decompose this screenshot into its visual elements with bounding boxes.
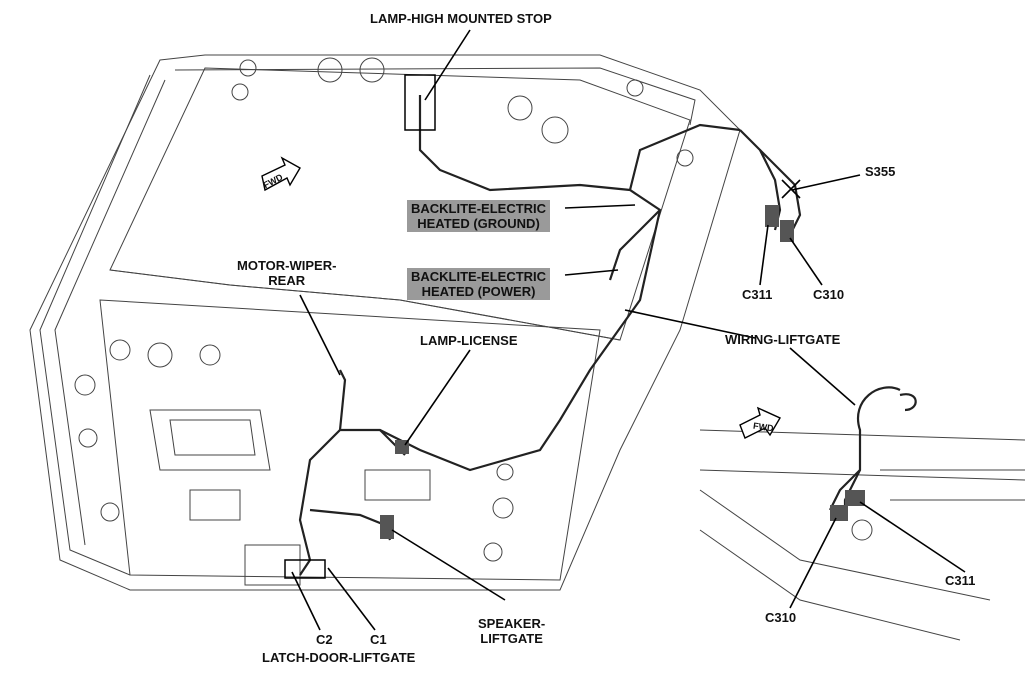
label-s355: S355 bbox=[865, 164, 896, 179]
label-motor-wiper-line2: REAR bbox=[268, 273, 306, 288]
label-motor-wiper-line1: MOTOR-WIPER- bbox=[237, 258, 337, 273]
label-c310-inset: C310 bbox=[765, 610, 797, 625]
fwd-arrow-main bbox=[261, 156, 301, 192]
label-lamp-license: LAMP-LICENSE bbox=[420, 333, 518, 348]
label-speaker-line1: SPEAKER- bbox=[478, 616, 546, 631]
label-latch-door-liftgate: LATCH-DOOR-LIFTGATE bbox=[262, 650, 416, 665]
label-lamp-high-mounted-stop: LAMP-HIGH MOUNTED STOP bbox=[370, 11, 552, 26]
label-backlite-power-line2: HEATED (POWER) bbox=[421, 284, 536, 299]
label-speaker-liftgate: SPEAKER- LIFTGATE bbox=[478, 616, 545, 646]
label-fwd-inset: FWD bbox=[752, 420, 775, 434]
label-backlite-power-line1: BACKLITE-ELECTRIC bbox=[411, 269, 547, 284]
liftgate-body bbox=[29, 54, 741, 591]
label-c310-top: C310 bbox=[813, 287, 845, 302]
label-c311-inset: C311 bbox=[945, 573, 976, 588]
label-c1: C1 bbox=[370, 632, 387, 647]
label-backlite-ground-line2: HEATED (GROUND) bbox=[417, 216, 540, 231]
label-backlite-ground: BACKLITE-ELECTRIC HEATED (GROUND) bbox=[407, 200, 551, 232]
label-wiring-liftgate: WIRING-LIFTGATE bbox=[725, 332, 841, 347]
label-motor-wiper-rear: MOTOR-WIPER- REAR bbox=[237, 258, 336, 288]
label-backlite-power: BACKLITE-ELECTRIC HEATED (POWER) bbox=[407, 268, 551, 300]
label-speaker-line2: LIFTGATE bbox=[480, 631, 543, 646]
wiring-harness-main bbox=[284, 74, 802, 579]
inset-detail bbox=[699, 386, 1026, 641]
label-c311-top: C311 bbox=[742, 287, 773, 302]
leader-lines bbox=[291, 29, 966, 631]
label-backlite-ground-line1: BACKLITE-ELECTRIC bbox=[411, 201, 547, 216]
label-c2: C2 bbox=[316, 632, 333, 647]
